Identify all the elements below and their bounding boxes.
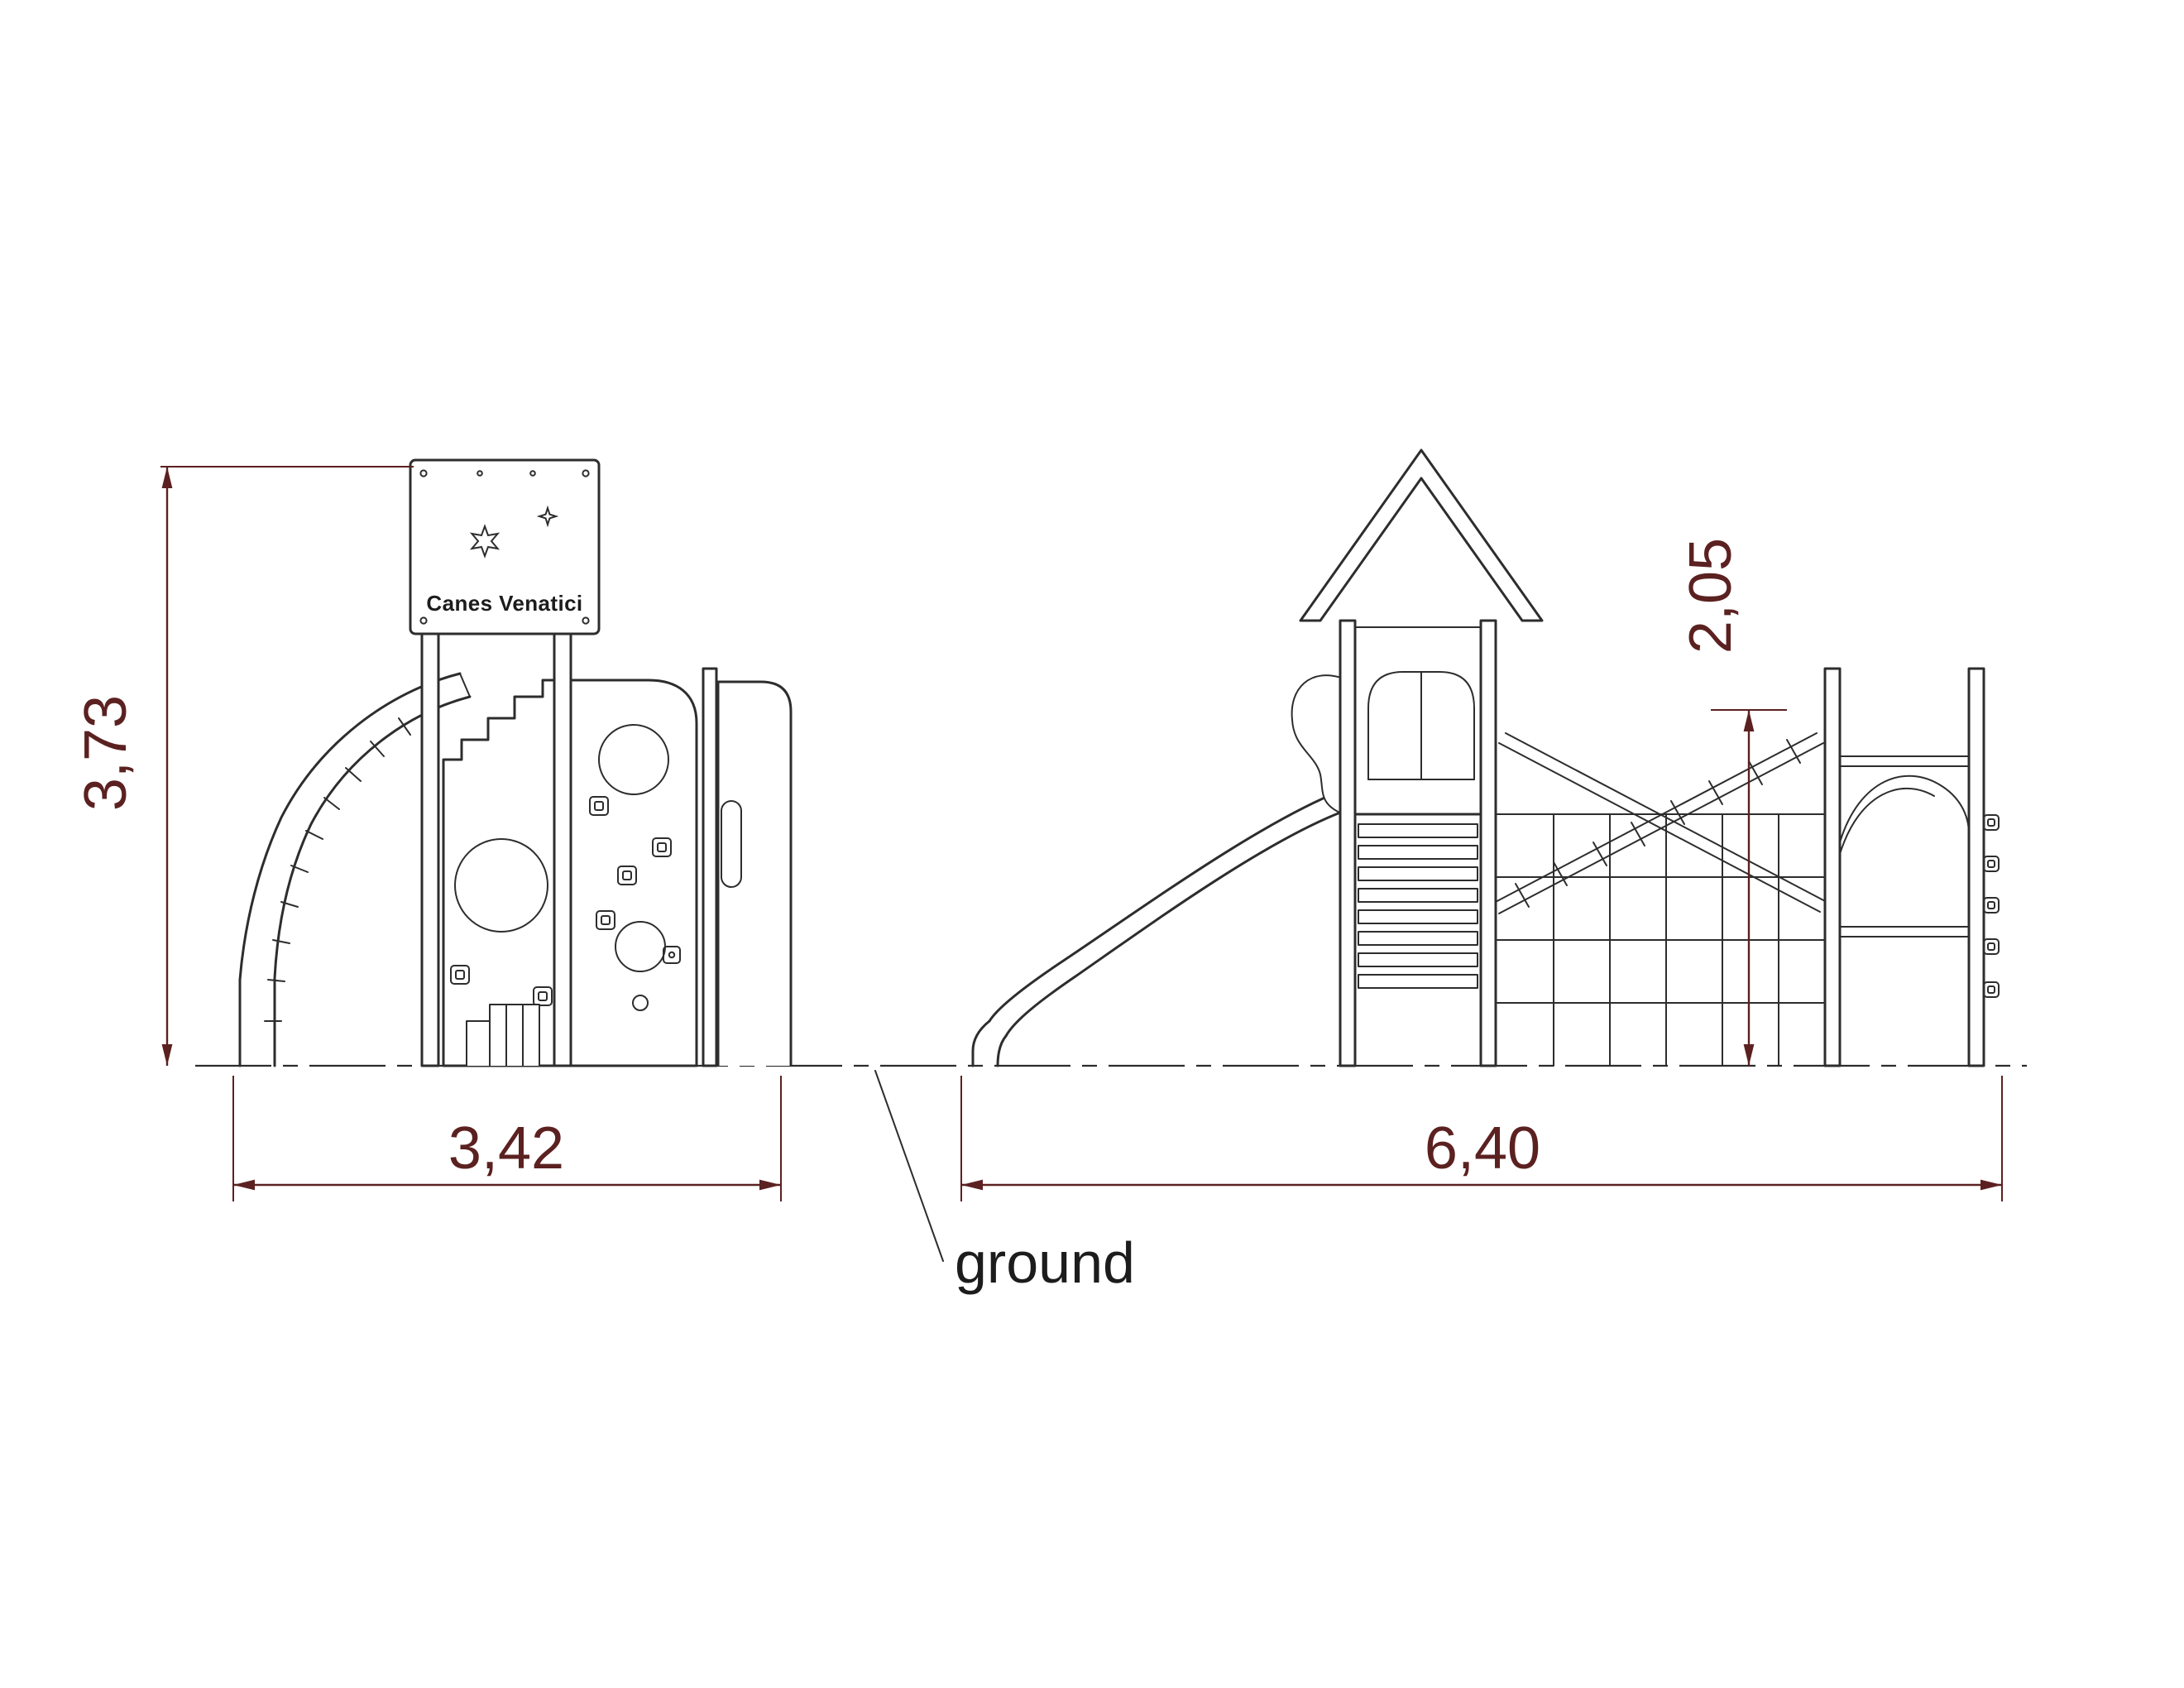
side-view-curved-ramp bbox=[238, 672, 472, 1067]
side-view-posts bbox=[420, 632, 718, 1067]
dimension-side-view-width: 3,42 bbox=[232, 1076, 782, 1201]
dimension-overall-height-value: 3,73 bbox=[73, 695, 139, 811]
sign-screws bbox=[419, 469, 590, 625]
dimension-front-view-width: 6,40 bbox=[960, 1076, 2003, 1201]
tower bbox=[1299, 448, 1544, 1067]
panel-porthole-small bbox=[598, 724, 669, 795]
tower-roof bbox=[1299, 448, 1544, 622]
handle-slot bbox=[721, 800, 742, 888]
tower-posts bbox=[1339, 619, 1497, 1067]
tower-barrier-slats bbox=[1358, 823, 1478, 989]
ramp-rungs bbox=[264, 699, 439, 1022]
panel-porthole-large bbox=[454, 838, 548, 933]
dimension-side-view-width-value: 3,42 bbox=[448, 1115, 564, 1182]
dimension-platform-height: 2,05 bbox=[1678, 538, 1787, 1066]
front-view bbox=[971, 448, 2000, 1067]
ground-label: ground bbox=[955, 1230, 1135, 1295]
sign-title: Canes Venatici bbox=[426, 591, 582, 616]
sign-board: Canes Venatici bbox=[409, 458, 601, 635]
star-icon bbox=[469, 524, 500, 559]
side-view: Canes Venatici bbox=[238, 458, 793, 1067]
right-unit-climbing-holds bbox=[1983, 814, 2000, 998]
side-view-steps bbox=[466, 1004, 540, 1067]
dimension-overall-height: 3,73 bbox=[73, 466, 414, 1066]
ground-callout: ground bbox=[874, 1070, 1135, 1295]
climbing-net bbox=[1497, 813, 1826, 1067]
slide-guard bbox=[1291, 674, 1344, 815]
climbing-holds bbox=[450, 796, 681, 1006]
side-view-rear-panel bbox=[716, 680, 793, 1066]
bar-rungs bbox=[1515, 739, 1801, 908]
sparkle-icon bbox=[536, 505, 559, 528]
dimension-platform-height-value: 2,05 bbox=[1678, 538, 1744, 654]
front-view-slide bbox=[971, 789, 1342, 1067]
dimension-front-view-width-value: 6,40 bbox=[1425, 1115, 1540, 1182]
right-climbing-unit bbox=[1823, 667, 2000, 1067]
